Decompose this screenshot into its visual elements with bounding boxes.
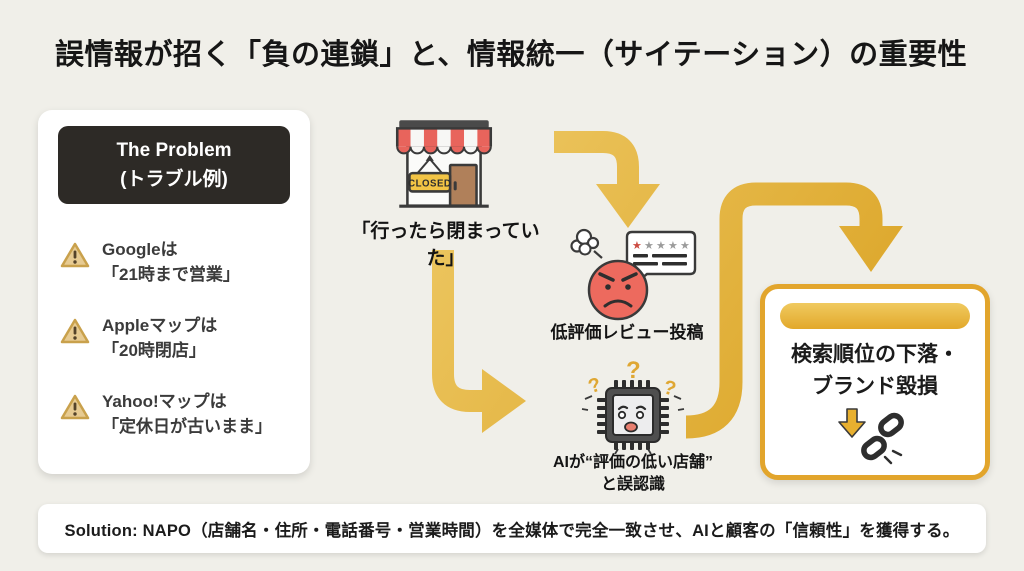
star-icon: ★	[680, 240, 690, 252]
problem-item-line2: 「21時まで営業」	[102, 264, 240, 284]
page-title: 誤情報が招く「負の連鎖」と、情報統一（サイテーション）の重要性	[55, 39, 968, 71]
solution-bar: Solution: NAPO（店舗名・住所・電話番号・営業時間）を全媒体で完全一…	[38, 504, 986, 553]
problem-item-line2: 「定休日が古いまま」	[102, 416, 272, 436]
star-icon: ★	[632, 240, 642, 252]
problem-item-line2: 「20時閉店」	[102, 340, 206, 360]
outcome-box: 検索順位の下落・ ブランド毀損	[760, 284, 990, 480]
review-caption: 低評価レビュー投稿	[550, 323, 704, 342]
ai-caption-line1: AIが“評価の低い店舗”	[552, 454, 713, 471]
warning-icon	[60, 394, 90, 420]
broken-link-icon	[838, 408, 904, 465]
steam-puff	[570, 228, 603, 259]
closed-sign	[408, 171, 452, 193]
problem-item-yahoo: Yahoo!マップは 「定休日が古いまま」	[60, 390, 272, 439]
problem-header-line2: (トラブル例)	[120, 169, 228, 190]
question-mark-icon: ?	[626, 357, 641, 384]
ai-caption: AIが“評価の低い店舗” と誤認識	[533, 452, 733, 497]
star-icon: ★	[644, 240, 654, 252]
outcome-text: 検索順位の下落・ ブランド毀損	[765, 339, 985, 402]
problem-item-google: Googleは 「21時まで営業」	[60, 238, 240, 287]
ai-caption-line2: と誤認識	[600, 476, 665, 494]
ai-chip-icon: ? ? ?	[581, 357, 685, 454]
outcome-line2: ブランド毀損	[812, 374, 938, 398]
question-mark-icon: ?	[661, 376, 678, 400]
problem-item-line1: Googleは	[102, 240, 178, 259]
warning-icon	[60, 242, 90, 268]
star-icon: ★	[656, 240, 666, 252]
negative-review-icon: ★ ★ ★ ★ ★	[570, 228, 697, 321]
angry-face	[587, 259, 649, 321]
arrow-store-to-ai-icon	[432, 250, 526, 433]
problem-header-line1: The Problem	[116, 139, 232, 161]
closed-sign-label: CLOSED	[408, 178, 451, 189]
warning-icon	[60, 318, 90, 344]
problem-item-line1: Yahoo!マップは	[102, 392, 227, 411]
star-icon: ★	[668, 240, 678, 252]
problem-item-apple: Appleマップは 「20時閉店」	[60, 314, 217, 363]
store-caption: 「行ったら閉まっていた」	[351, 221, 540, 269]
problem-panel-header: The Problem (トラブル例)	[58, 126, 290, 204]
outcome-gold-bar	[780, 303, 970, 329]
solution-text: Solution: NAPO（店舗名・住所・電話番号・営業時間）を全媒体で完全一…	[64, 521, 960, 540]
down-arrow-icon	[838, 408, 866, 438]
awning	[395, 127, 493, 155]
outcome-line1: 検索順位の下落・	[791, 343, 959, 366]
problem-item-line1: Appleマップは	[102, 316, 218, 335]
question-mark-icon: ?	[586, 374, 604, 399]
problem-panel: The Problem (トラブル例) Googleは 「21時まで営業」 Ap…	[38, 110, 310, 474]
arrow-store-to-review-icon	[554, 131, 660, 228]
chip-pins	[597, 380, 669, 450]
closed-store-icon: CLOSED	[395, 120, 493, 208]
worried-face	[617, 405, 647, 433]
